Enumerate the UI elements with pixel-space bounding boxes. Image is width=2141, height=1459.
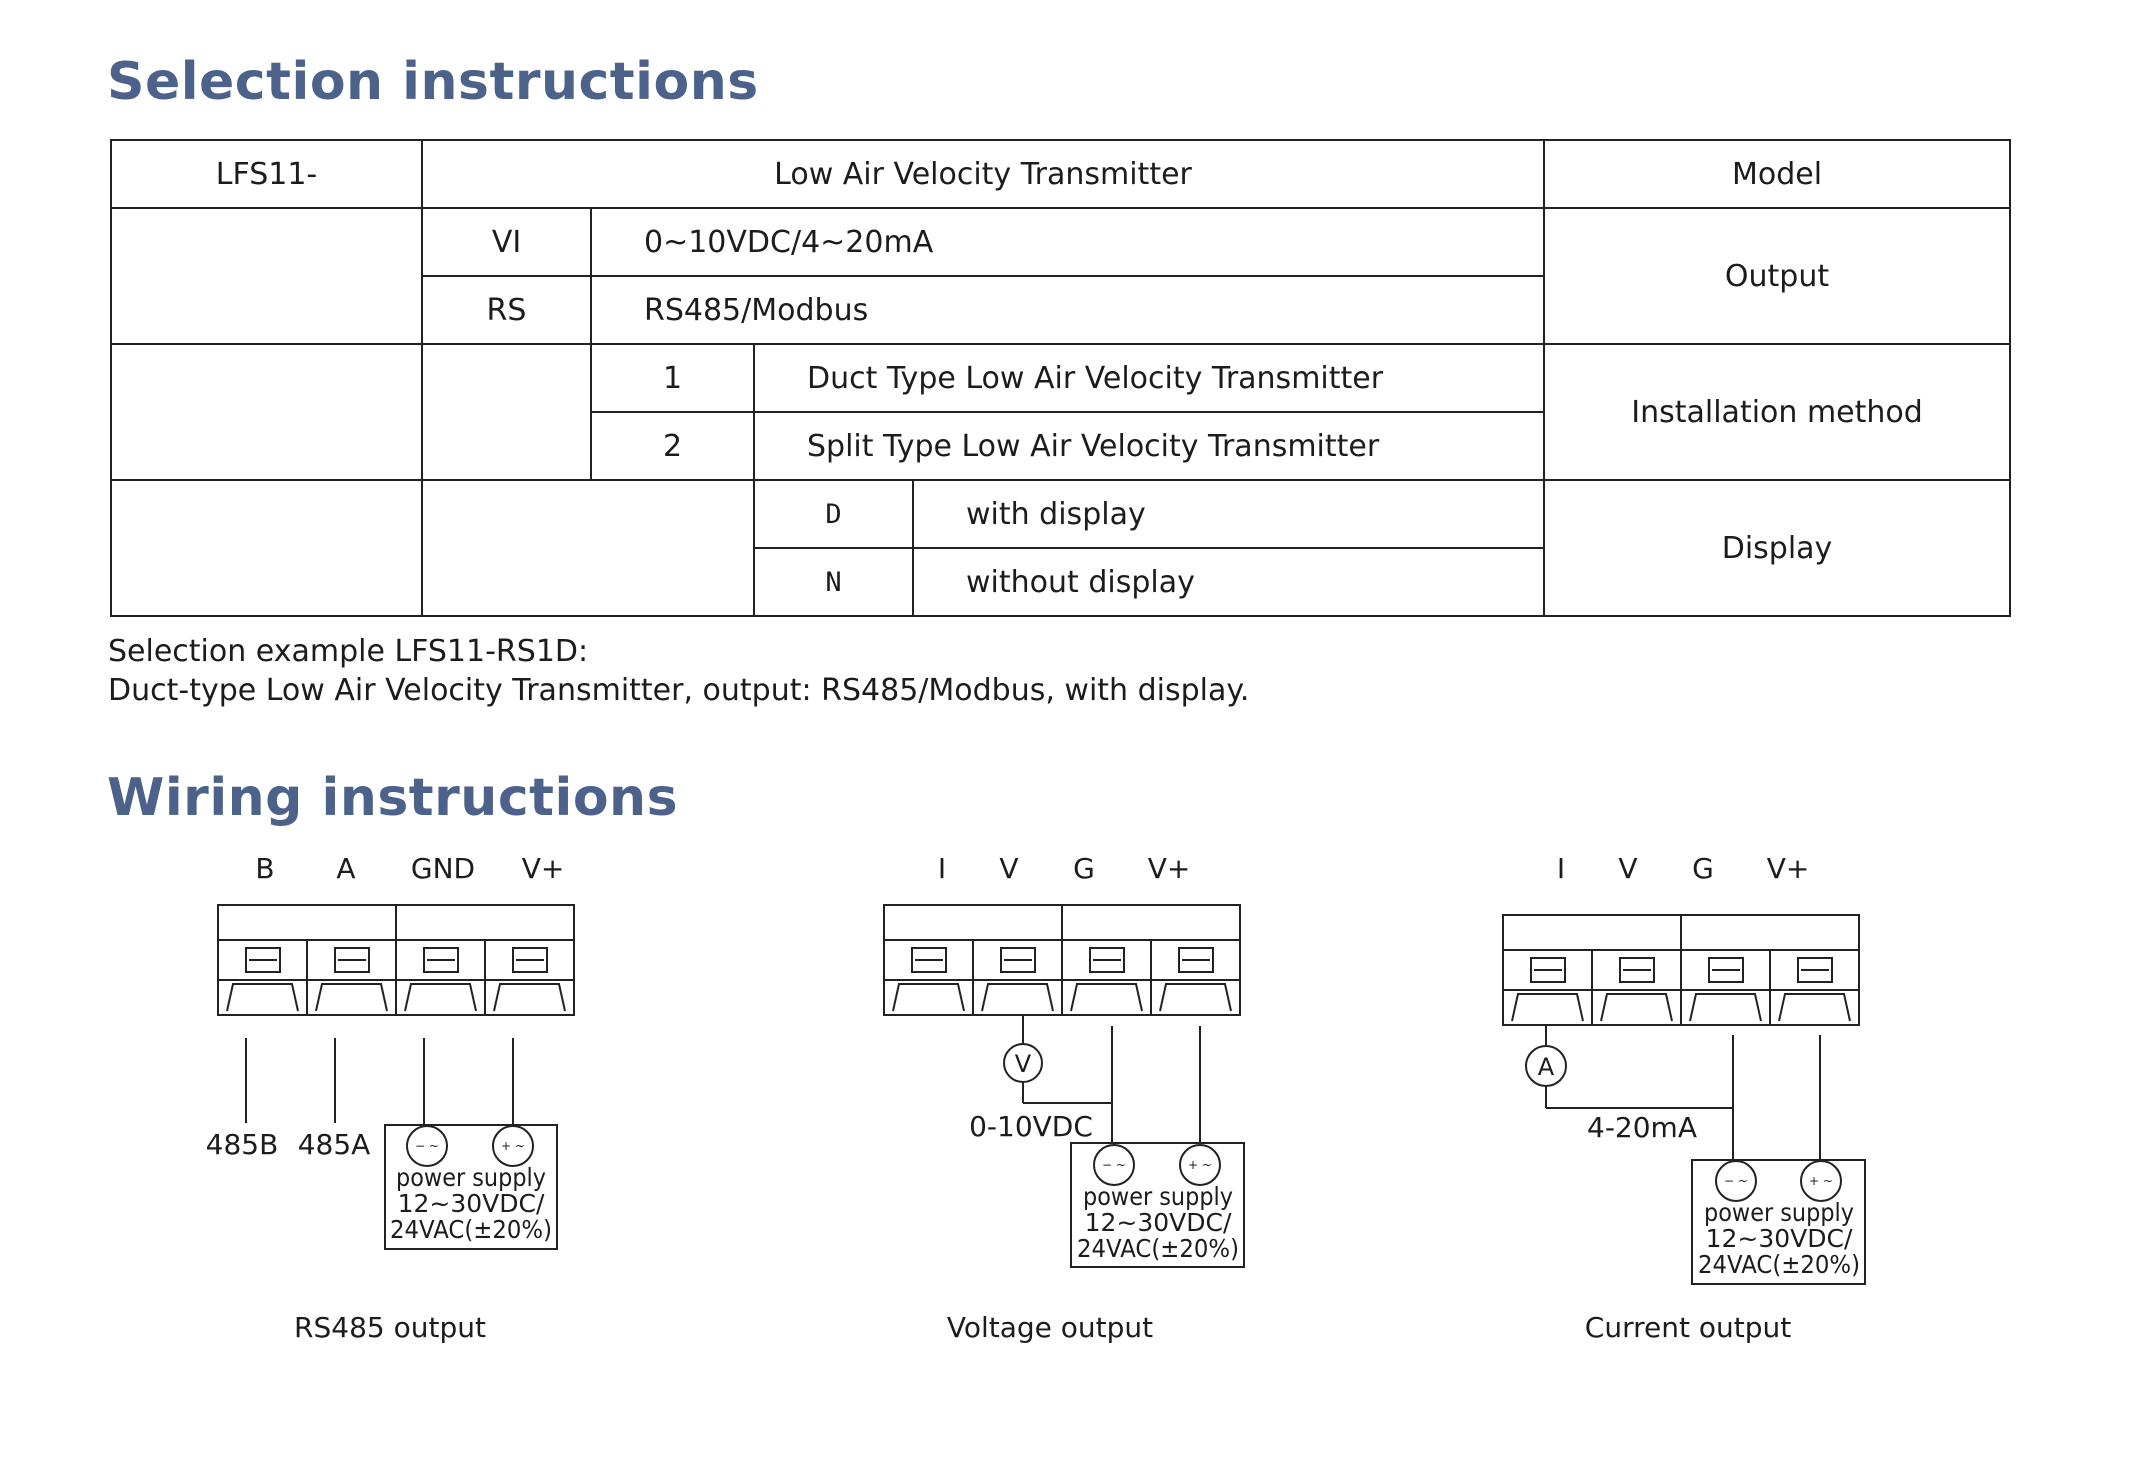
supply-label: 24VAC(±20%) (1077, 1234, 1239, 1263)
screw-icon (512, 947, 548, 973)
terminal-label: I (938, 852, 946, 885)
install-code-cell: 1 (590, 343, 755, 413)
empty-cell (110, 343, 423, 481)
model-label-cell: Model (1543, 139, 2012, 209)
supply-label: 24VAC(±20%) (1698, 1250, 1860, 1279)
selection-title: Selection instructions (107, 52, 759, 112)
display-desc-cell: without display (911, 547, 1546, 617)
example-line: Duct-type Low Air Velocity Transmitter, … (108, 673, 1250, 708)
supply-label: power supply (1083, 1182, 1233, 1211)
screw-icon (911, 947, 947, 973)
output-desc-cell: RS485/Modbus (589, 275, 1546, 345)
example-line: Selection example LFS11-RS1D: (108, 634, 589, 669)
current-caption: Current output (1585, 1311, 1791, 1344)
screw-icon (1000, 947, 1036, 973)
terminal-label: A (336, 852, 355, 885)
power-supply-box (1070, 1142, 1245, 1268)
wiring-diagrams: B A GND V+ 485B 485A RS485 output − ~ + … (206, 852, 1866, 1344)
screw-icon (1797, 957, 1833, 983)
wire-label: 485A (298, 1128, 371, 1161)
terminal-label: I (1557, 852, 1565, 885)
terminal-label: G (1073, 852, 1095, 885)
install-desc-cell: Split Type Low Air Velocity Transmitter (752, 411, 1546, 481)
install-code-cell: 2 (590, 411, 755, 481)
signal-label: 0-10VDC (969, 1110, 1093, 1143)
empty-cell (110, 207, 423, 345)
rs485-caption: RS485 output (294, 1311, 486, 1344)
supply-negative-sign: − ~ (1102, 1158, 1126, 1172)
terminal-label: GND (411, 852, 475, 885)
supply-label: 24VAC(±20%) (390, 1215, 552, 1244)
screw-icon (334, 947, 370, 973)
ammeter-label: A (1538, 1053, 1555, 1081)
screw-icon (423, 947, 459, 973)
output-label-cell: Output (1543, 207, 2012, 345)
supply-negative-terminal (1093, 1144, 1135, 1186)
screw-icon (1708, 957, 1744, 983)
product-name-cell: Low Air Velocity Transmitter (420, 139, 1546, 209)
screw-icon (1178, 947, 1214, 973)
wire-label: 485B (206, 1128, 279, 1161)
empty-cell (110, 479, 423, 617)
voltage-caption: Voltage output (947, 1311, 1153, 1344)
empty-cell (421, 479, 755, 617)
wiring-title: Wiring instructions (107, 768, 679, 828)
terminal-label: V+ (1148, 852, 1191, 885)
terminal-label: V (999, 852, 1018, 885)
supply-label: 12~30VDC/ (398, 1189, 545, 1218)
supply-positive-terminal (1800, 1160, 1842, 1202)
model-prefix-cell: LFS11- (110, 139, 423, 209)
screw-icon (245, 947, 281, 973)
display-code-cell: D (753, 479, 914, 549)
display-code-cell: N (753, 547, 914, 617)
output-code-cell: RS (421, 275, 592, 345)
rs485-diagram (217, 904, 575, 1250)
screw-icon (1619, 957, 1655, 983)
supply-positive-terminal (1179, 1144, 1221, 1186)
voltmeter-label: V (1015, 1050, 1032, 1078)
display-label-cell: Display (1543, 479, 2012, 617)
terminal-label: B (255, 852, 274, 885)
supply-positive-sign: + ~ (1188, 1158, 1212, 1172)
install-desc-cell: Duct Type Low Air Velocity Transmitter (752, 343, 1546, 413)
selection-table: LFS11- Low Air Velocity Transmitter Mode… (110, 139, 2012, 617)
supply-negative-sign: − ~ (1724, 1174, 1748, 1188)
current-diagram (1502, 914, 1866, 1285)
install-label-cell: Installation method (1543, 343, 2012, 481)
display-desc-cell: with display (911, 479, 1546, 549)
supply-label: power supply (396, 1163, 546, 1192)
supply-label: 12~30VDC/ (1706, 1224, 1853, 1253)
screw-icon (1089, 947, 1125, 973)
supply-positive-terminal (492, 1125, 534, 1167)
output-code-cell: VI (421, 207, 592, 277)
power-supply-box (1691, 1159, 1866, 1285)
supply-positive-sign: + ~ (501, 1139, 525, 1153)
terminal-label: V+ (522, 852, 565, 885)
selection-example: Selection example LFS11-RS1D: Duct-type … (108, 632, 1249, 710)
supply-negative-sign: − ~ (415, 1139, 439, 1153)
supply-positive-sign: + ~ (1809, 1174, 1833, 1188)
supply-negative-terminal (1715, 1160, 1757, 1202)
power-supply-box (384, 1124, 558, 1250)
supply-label: 12~30VDC/ (1085, 1208, 1232, 1237)
supply-negative-terminal (406, 1125, 448, 1167)
terminal-label: V (1618, 852, 1637, 885)
screw-icon (1530, 957, 1566, 983)
voltage-diagram (883, 904, 1245, 1268)
empty-cell (421, 343, 592, 481)
signal-label: 4-20mA (1587, 1111, 1697, 1144)
terminal-label: G (1692, 852, 1714, 885)
output-desc-cell: 0~10VDC/4~20mA (589, 207, 1546, 277)
supply-label: power supply (1704, 1198, 1854, 1227)
terminal-label: V+ (1767, 852, 1810, 885)
